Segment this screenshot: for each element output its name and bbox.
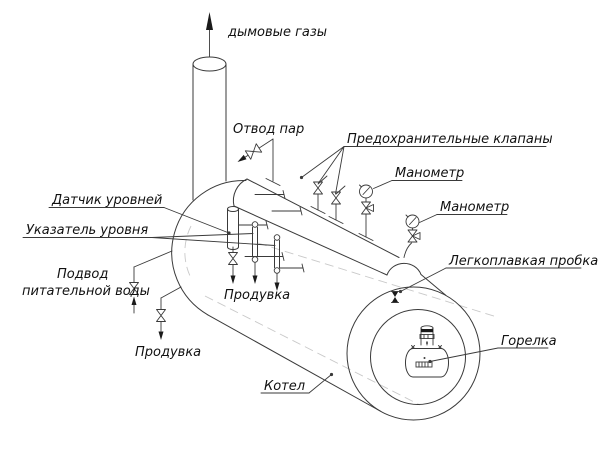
fusible-plug (391, 291, 399, 303)
label-blowdown-center: Продувка (224, 288, 290, 303)
label-feed-water-1: Подвод (57, 267, 108, 282)
leader-lines (22, 146, 582, 394)
flue-gas-arrow (206, 12, 213, 58)
safety-valve-1 (310, 175, 328, 214)
label-safety-valves: Предохранительные клапаны (347, 132, 553, 147)
gauge-connector-pipes (238, 190, 305, 273)
steam-outlet-pipe (237, 138, 281, 186)
label-blowdown-left: Продувка (135, 345, 201, 360)
manometer-2 (403, 214, 421, 258)
safety-valve-2 (328, 185, 346, 224)
label-fusible-plug: Легкоплавкая пробка (448, 254, 598, 269)
label-manometer-top: Манометр (395, 166, 464, 181)
label-feed-water-2: питательной воды (22, 284, 150, 299)
chimney (192, 56, 227, 201)
centerlines (184, 225, 498, 406)
level-sensor-device (227, 206, 239, 284)
label-level-sensor: Датчик уровней (51, 193, 162, 208)
labels: дымовые газы Отвод пар Предохранительные… (22, 25, 598, 394)
manometer-1 (358, 184, 374, 241)
label-flue-gases: дымовые газы (227, 25, 327, 40)
label-steam-outlet: Отвод пар (233, 122, 304, 137)
gauge-glass-tube-2 (273, 234, 281, 291)
steam-outlet-valve (244, 143, 263, 160)
label-burner: Горелка (501, 334, 557, 349)
steam-collector (232, 178, 422, 276)
label-manometer-right: Манометр (440, 200, 509, 215)
boiler-drum (171, 179, 481, 421)
burner-device (405, 325, 449, 378)
label-level-indicator: Указатель уровня (26, 223, 148, 238)
label-boiler: Котел (264, 379, 305, 394)
blowdown-left-pipe (156, 286, 182, 340)
feed-water-pipe (129, 250, 173, 314)
gauge-glass-tube-1 (251, 221, 259, 284)
